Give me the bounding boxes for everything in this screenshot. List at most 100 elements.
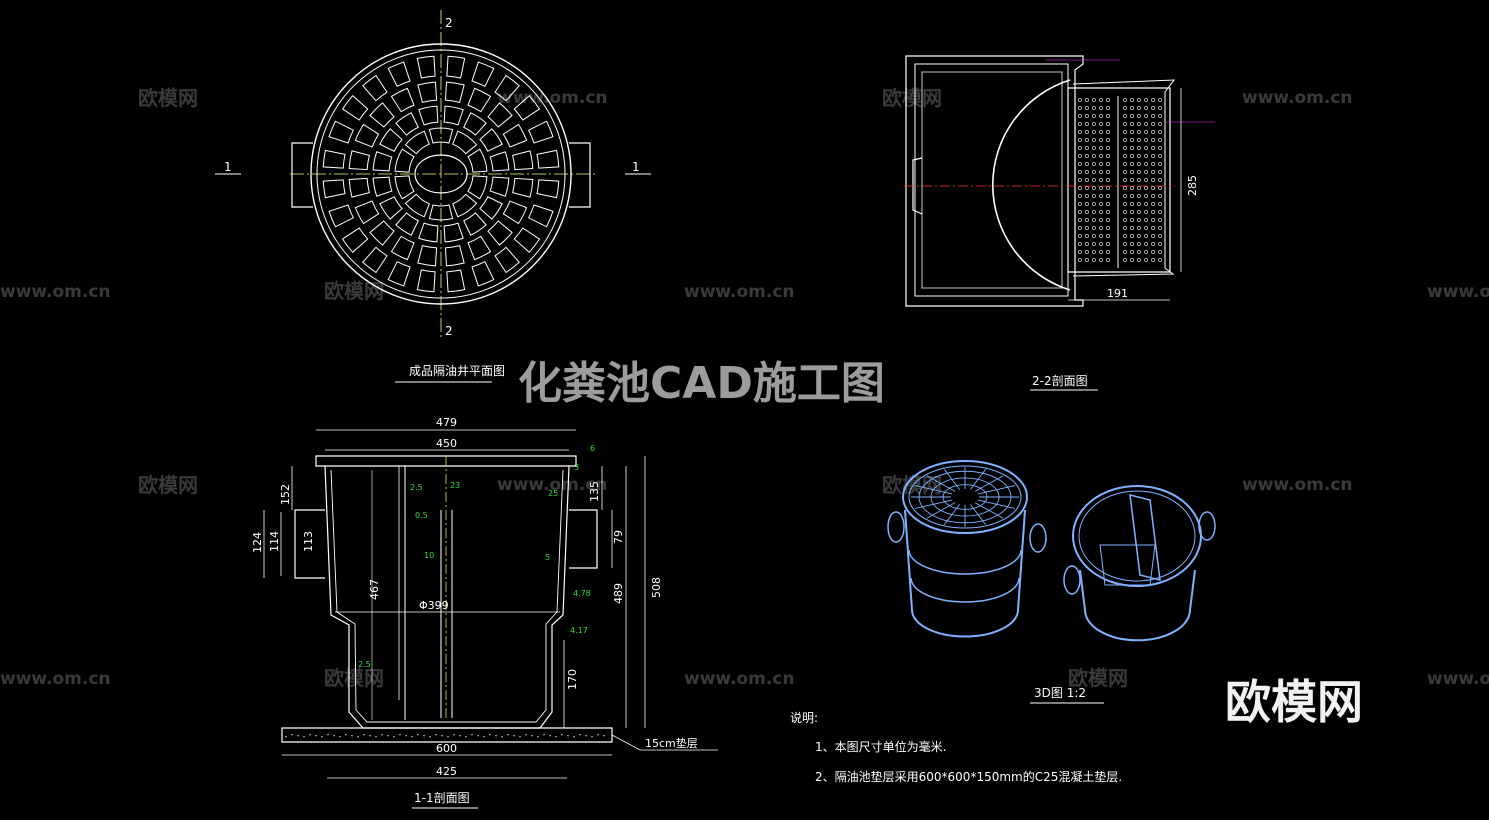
perforation-hole <box>1099 202 1103 206</box>
watermark-brand: 欧模网 <box>882 473 942 497</box>
grate-slot <box>512 177 534 198</box>
basket-perforations <box>1078 98 1162 262</box>
grate-slot <box>417 245 438 267</box>
perforation-hole <box>1085 226 1089 230</box>
perforation-hole <box>1099 178 1103 182</box>
perforation-hole <box>1078 194 1082 198</box>
perforation-hole <box>1078 242 1082 246</box>
perforation-hole <box>1099 130 1103 134</box>
hatch-dot <box>369 734 371 737</box>
grate-slot <box>394 175 415 200</box>
grate-slot <box>467 175 488 200</box>
dimension-489: 489 <box>612 583 625 604</box>
perforation-hole <box>1151 226 1155 230</box>
3d-outlet-pipe <box>1198 511 1216 541</box>
perforation-hole <box>1144 242 1148 246</box>
perforation-hole <box>1085 202 1089 206</box>
perforation-hole <box>1099 122 1103 126</box>
grate-slot <box>348 150 370 171</box>
perforation-hole <box>1099 170 1103 174</box>
grate-slot <box>322 149 346 169</box>
perforation-hole <box>1085 130 1089 134</box>
perforation-hole <box>1106 162 1110 166</box>
hatch-dot <box>303 735 305 738</box>
perforation-hole <box>1099 154 1103 158</box>
grate-slot <box>512 150 534 171</box>
perforation-hole <box>1106 250 1110 254</box>
grate-slot <box>428 127 454 144</box>
grate-slot <box>387 61 411 88</box>
perforation-hole <box>1092 234 1096 238</box>
grate-slot <box>369 102 395 128</box>
grate-slot <box>390 235 415 261</box>
perforation-hole <box>1106 258 1110 262</box>
grate-slot <box>446 269 466 293</box>
hatch-dot <box>549 734 551 737</box>
annotation-value: 23 <box>450 481 460 490</box>
perforation-hole <box>1137 178 1141 182</box>
hatch-dot <box>345 733 347 736</box>
perforation-hole <box>1092 250 1096 254</box>
perforation-hole <box>1123 98 1127 102</box>
annotation-value: 10 <box>424 551 434 560</box>
perforation-hole <box>1158 146 1162 150</box>
hatch-dot <box>393 735 395 738</box>
hatch-dot <box>591 735 593 738</box>
watermark-url: www.om.cn <box>684 282 795 302</box>
grate-slot <box>418 105 439 126</box>
grate-slot <box>395 212 419 236</box>
perforation-hole <box>1099 186 1103 190</box>
perforation-hole <box>1137 162 1141 166</box>
perforation-hole <box>1092 258 1096 262</box>
grate-slot <box>502 123 528 148</box>
hatch-dot <box>435 733 437 736</box>
perforation-hole <box>1078 250 1082 254</box>
hatch-dot <box>489 733 491 736</box>
perforation-hole <box>1085 170 1089 174</box>
watermark-url: www.om.cn <box>1242 475 1353 495</box>
notes-line-2: 2、隔油池垫层采用600*600*150mm的C25混凝土垫层. <box>815 769 1122 784</box>
perforation-hole <box>1092 146 1096 150</box>
grate-slot <box>479 128 503 152</box>
section-1-1-caption: 1-1剖面图 <box>414 791 470 805</box>
perforation-hole <box>1085 154 1089 158</box>
perforation-hole <box>1137 242 1141 246</box>
grate-slot <box>502 200 528 225</box>
grate-slot <box>513 227 541 253</box>
perforation-hole <box>1106 202 1110 206</box>
perforation-hole <box>1151 162 1155 166</box>
section-mark-label: 1 <box>632 160 640 174</box>
dimension-phi399: Φ399 <box>419 599 449 612</box>
perforation-hole <box>1137 114 1141 118</box>
perforation-hole <box>1092 138 1096 142</box>
section-2-2-caption: 2-2剖面图 <box>1032 374 1088 388</box>
perforation-hole <box>1099 258 1103 262</box>
grate-slot <box>463 212 487 236</box>
hatch-dot <box>555 735 557 738</box>
hatch-dot <box>585 734 587 737</box>
perforation-hole <box>1106 154 1110 158</box>
watermark-url: www.om.cn <box>1242 88 1353 108</box>
hatch-dot <box>429 735 431 738</box>
perforation-hole <box>1144 154 1148 158</box>
plan-view: 1 1 2 2 成品隔油井平面图 <box>215 10 651 383</box>
perforation-hole <box>1123 154 1127 158</box>
perforation-hole <box>1078 218 1082 222</box>
perforation-hole <box>1144 106 1148 110</box>
annotation-value: 5 <box>545 553 550 562</box>
perforation-hole <box>1123 218 1127 222</box>
grate-slot <box>390 87 415 113</box>
dimension-479: 479 <box>436 416 457 429</box>
grate-slot <box>444 245 465 267</box>
grate-slot <box>341 95 369 121</box>
perforation-hole <box>1092 106 1096 110</box>
perforation-hole <box>1137 146 1141 150</box>
perforation-hole <box>1144 98 1148 102</box>
perforation-hole <box>1123 138 1127 142</box>
perforation-hole <box>1106 242 1110 246</box>
grate-slot <box>328 120 355 144</box>
perforation-hole <box>1144 210 1148 214</box>
hatch-dot <box>531 734 533 737</box>
watermark-url: www.om.cn <box>0 669 111 689</box>
perforation-hole <box>1151 210 1155 214</box>
